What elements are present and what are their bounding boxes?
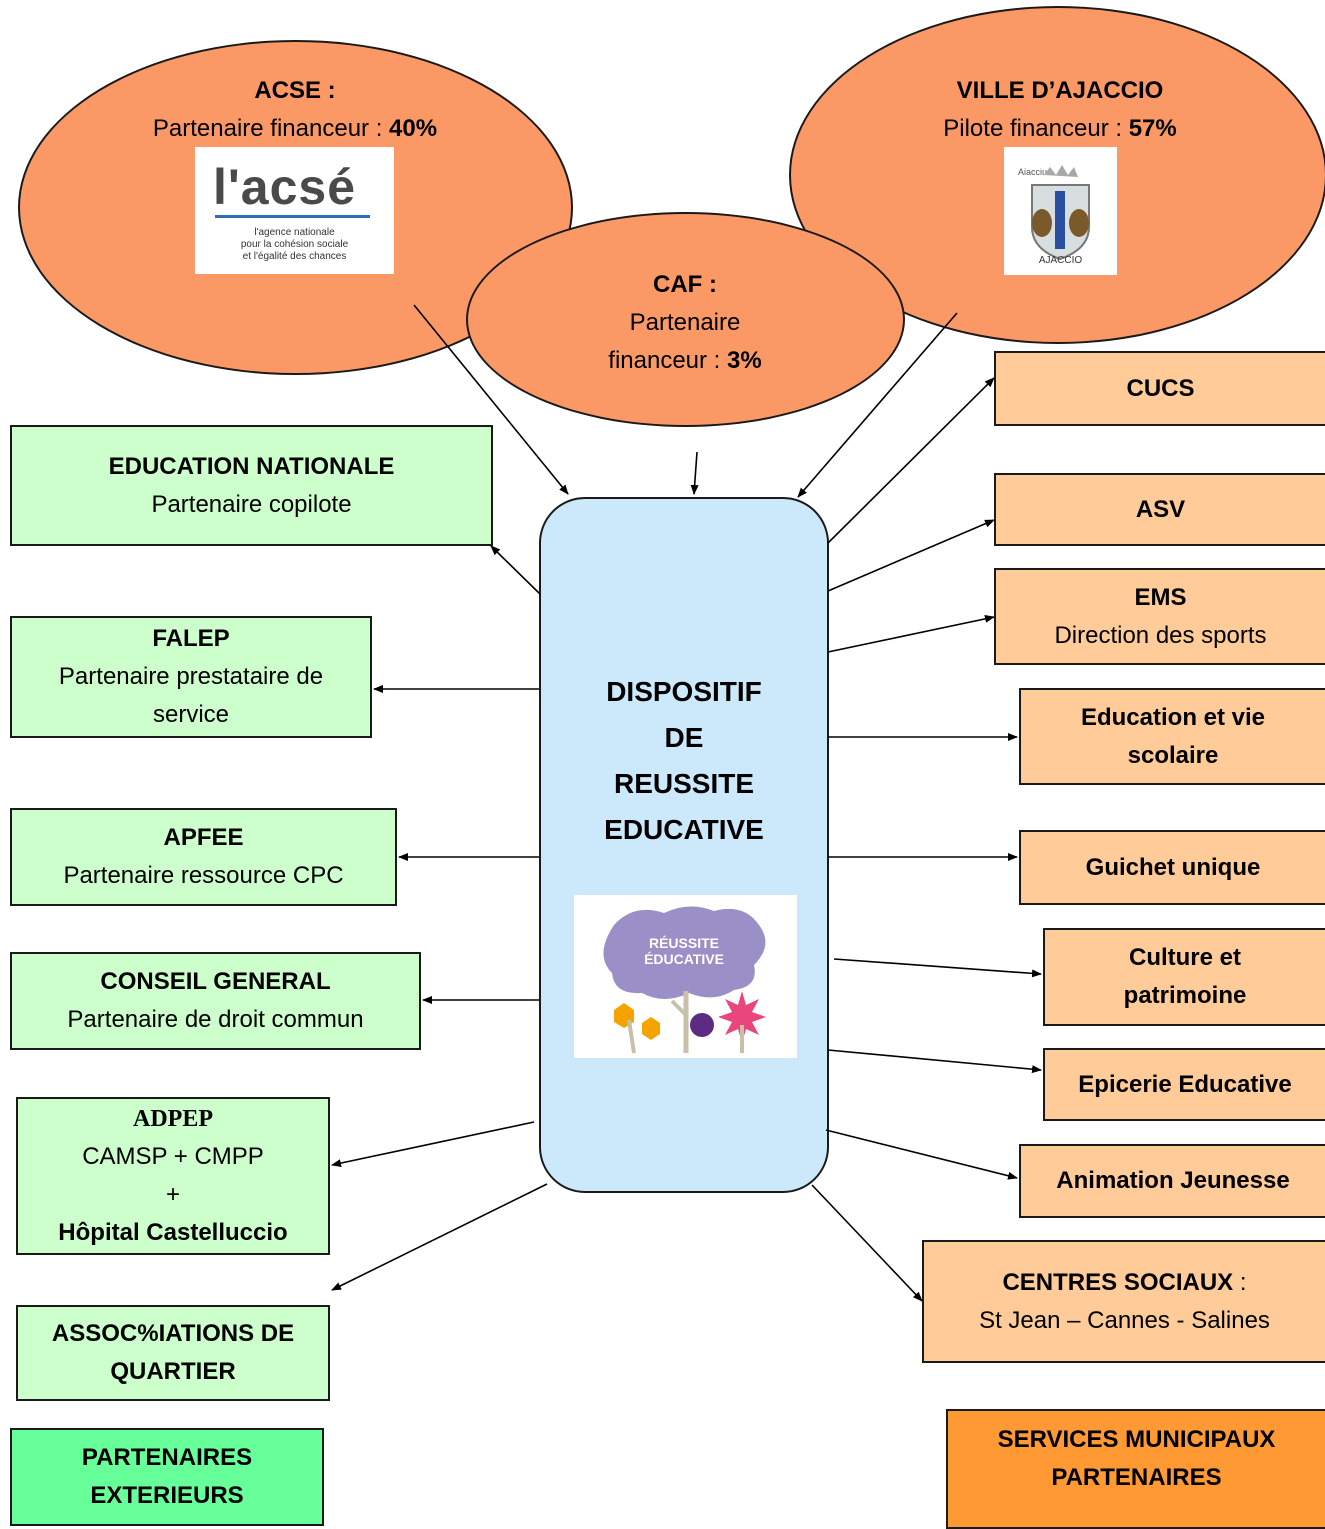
legend-municipal: SERVICES MUNICIPAUX PARTENAIRES — [946, 1409, 1325, 1529]
node-title: QUARTIER — [110, 1358, 236, 1385]
node-subtitle: service — [152, 701, 230, 728]
node-subtitle: Partenaire de droit commun — [67, 1006, 364, 1033]
caf-role-line1: Partenaire — [629, 309, 741, 336]
arrow-to-culture-patrimoine — [833, 958, 1042, 978]
node-title: FALEP — [152, 625, 230, 652]
central-node: DISPOSITIF DE REUSSITE EDUCATIVE RÉUSSIT… — [539, 497, 829, 1193]
node-title: ADPEP — [133, 1106, 213, 1132]
arrow-to-ems — [827, 614, 995, 653]
arrow-to-education-nationale — [490, 545, 541, 595]
legend-external: PARTENAIRES EXTERIEURS — [10, 1428, 324, 1526]
node-subtitle: St Jean – Cannes - Salines — [979, 1306, 1270, 1334]
tree-logo-icon — [603, 906, 766, 1054]
arrow-to-adpep — [331, 1121, 535, 1168]
node-ems: EMS Direction des sports — [994, 568, 1325, 665]
ville-logo: Aiacciu AJACCIO — [1004, 147, 1117, 275]
acse-label: ACSE : Partenaire financeur : 40% — [100, 72, 490, 148]
node-subtitle: CAMSP + CMPP — [82, 1143, 264, 1170]
arrow-to-cucs — [827, 377, 995, 544]
caf-label: CAF : Partenaire financeur : 3% — [540, 266, 830, 380]
arrow-to-centres-sociaux — [811, 1184, 923, 1302]
node-title: Epicerie Educative — [1078, 1070, 1292, 1098]
node-title: APFEE — [163, 824, 244, 851]
acse-logo-main: l'acsé — [213, 159, 357, 215]
node-title: Culture et — [1128, 944, 1241, 971]
node-apfee: APFEE Partenaire ressource CPC — [10, 808, 397, 906]
node-title: Education et vie — [1080, 703, 1266, 731]
node-culture-patrimoine: Culture et patrimoine — [1043, 928, 1325, 1026]
node-education-vie-scolaire: Education et vie scolaire — [1019, 688, 1325, 785]
ville-logo-bottom: AJACCIO — [1038, 255, 1083, 266]
node-animation-jeunesse: Animation Jeunesse — [1019, 1144, 1325, 1218]
coat-of-arms-icon — [1031, 165, 1090, 261]
node-epicerie-educative: Epicerie Educative — [1043, 1048, 1325, 1121]
arrow-to-associations — [331, 1183, 548, 1291]
acse-title: ACSE : — [254, 77, 336, 104]
node-title: Guichet unique — [1085, 853, 1261, 881]
node-subtitle: Partenaire copilote — [151, 490, 352, 518]
ville-label: VILLE D’AJACCIO Pilote financeur : 57% — [870, 72, 1250, 148]
node-title: ASSOC%IATIONS DE — [51, 1320, 295, 1347]
node-adpep: ADPEP CAMSP + CMPP + Hôpital Castellucci… — [16, 1097, 330, 1255]
node-subtitle: Direction des sports — [1054, 621, 1267, 649]
central-title: DISPOSITIF DE REUSSITE EDUCATIVE — [604, 676, 764, 845]
node-title: CUCS — [1126, 374, 1195, 402]
caf-role-line2: financeur : 3% — [608, 347, 762, 374]
node-falep: FALEP Partenaire prestataire de service — [10, 616, 372, 738]
node-associations: ASSOC%IATIONS DE QUARTIER — [16, 1305, 330, 1401]
node-subtitle: Partenaire prestataire de — [58, 663, 324, 690]
reussite-educative-logo: RÉUSSITE ÉDUCATIVE — [574, 895, 797, 1058]
arrow-caf-to-center — [690, 451, 699, 495]
ville-logo-top: Aiacciu — [1018, 167, 1048, 177]
arrow-to-epicerie — [827, 1049, 1042, 1074]
node-subtitle: Partenaire ressource CPC — [63, 862, 344, 889]
node-conseil-general: CONSEIL GENERAL Partenaire de droit comm… — [10, 952, 421, 1050]
acse-logo-bar — [215, 215, 370, 218]
node-education-nationale: EDUCATION NATIONALE Partenaire copilote — [10, 425, 493, 546]
node-subtitle: Hôpital Castelluccio — [58, 1219, 288, 1246]
node-title: patrimoine — [1123, 982, 1247, 1009]
acse-role: Partenaire financeur : 40% — [152, 115, 438, 142]
arrow-to-asv — [827, 519, 995, 592]
logo-text: RÉUSSITE ÉDUCATIVE — [644, 935, 724, 967]
acse-logo: l'acsé l'agence nationale pour la cohési… — [195, 147, 394, 274]
node-subtitle: + — [165, 1181, 180, 1208]
node-title: CONSEIL GENERAL — [100, 968, 331, 995]
ville-title: VILLE D’AJACCIO — [956, 77, 1164, 104]
ville-role: Pilote financeur : 57% — [943, 115, 1177, 142]
node-title: ASV — [1135, 495, 1186, 523]
acse-logo-caption: l'agence nationale pour la cohésion soci… — [240, 227, 349, 262]
arrow-to-animation-jeunesse — [825, 1129, 1018, 1180]
node-guichet-unique: Guichet unique — [1019, 830, 1325, 905]
node-asv: ASV — [994, 473, 1325, 546]
node-title: EMS — [1134, 583, 1187, 611]
node-cucs: CUCS — [994, 351, 1325, 426]
node-title: EDUCATION NATIONALE — [108, 452, 395, 480]
node-title: Animation Jeunesse — [1056, 1167, 1290, 1194]
node-title: scolaire — [1127, 741, 1219, 769]
node-centres-sociaux: CENTRES SOCIAUX : St Jean – Cannes - Sal… — [922, 1240, 1325, 1363]
caf-title: CAF : — [653, 271, 717, 298]
node-title: CENTRES SOCIAUX : — [1002, 1268, 1247, 1296]
